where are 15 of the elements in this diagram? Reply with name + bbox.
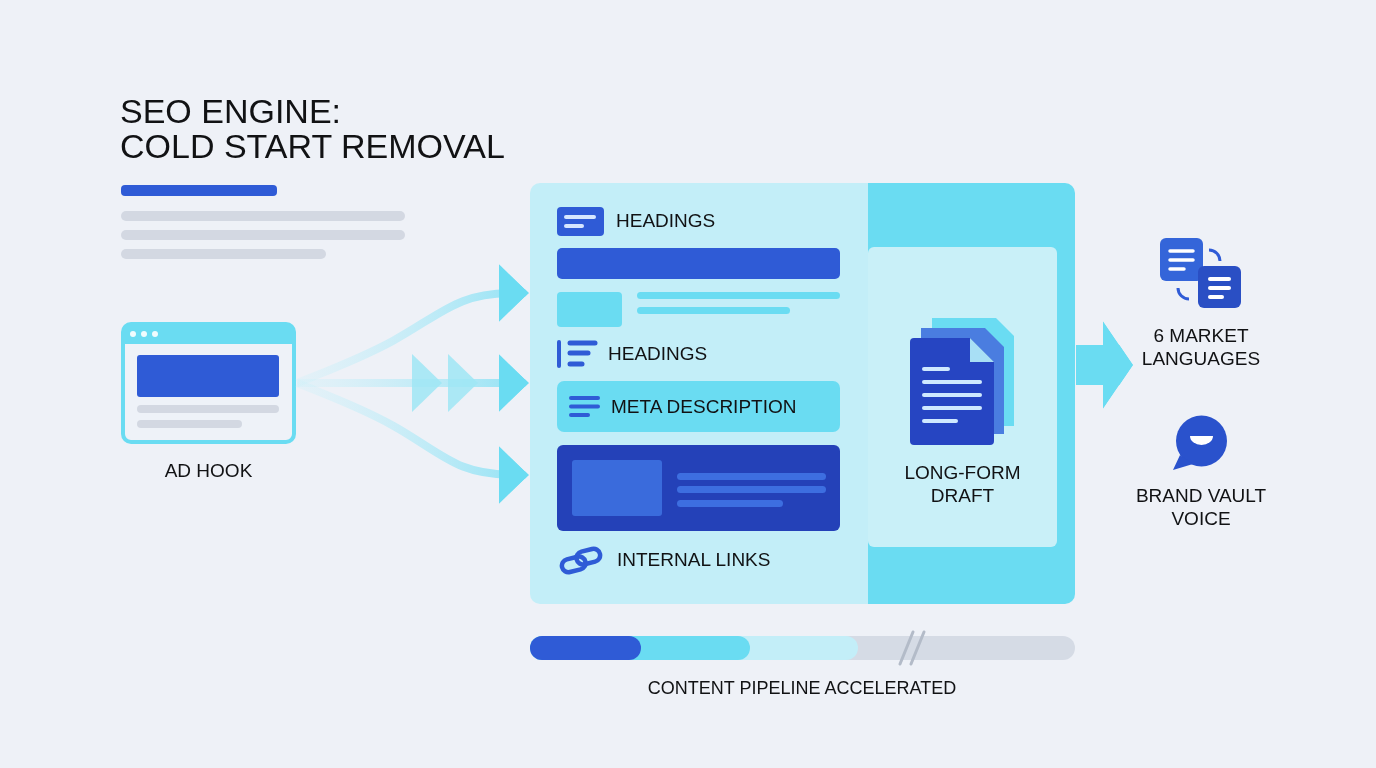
arrow — [295, 379, 529, 504]
title: SEO ENGINE: COLD START REMOVAL — [120, 94, 505, 164]
arrow — [297, 354, 529, 412]
node-label: BRAND VAULT VOICE — [1134, 484, 1268, 530]
draft-panel — [868, 247, 1057, 547]
node-label: LONG-FORM DRAFT — [903, 461, 1022, 507]
text-label: HEADINGS — [616, 210, 716, 232]
arrow — [1076, 321, 1133, 409]
description-box — [557, 381, 840, 432]
text-label: CONTENT PIPELINE ACCELERATED — [646, 677, 958, 699]
text-label: HEADINGS — [608, 343, 708, 365]
node-label: AD HOOK — [163, 459, 254, 482]
text-label: INTERNAL LINKS — [617, 549, 771, 571]
node-label: META DESCRIPTION — [611, 395, 798, 418]
node-label: 6 MARKET LANGUAGES — [1140, 324, 1262, 370]
